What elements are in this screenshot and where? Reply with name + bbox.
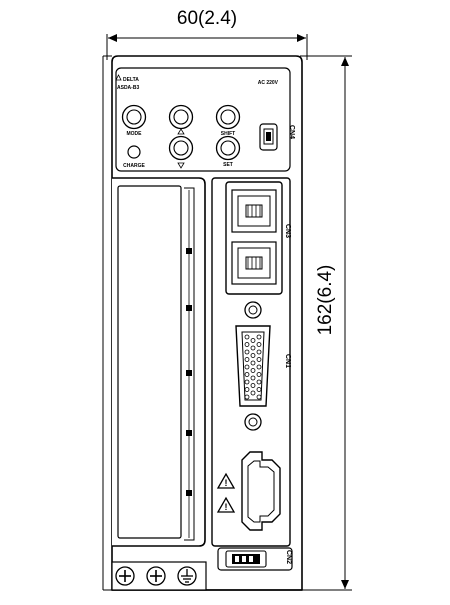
cn1-dsub-connector xyxy=(235,301,271,431)
cn1-pin xyxy=(244,372,250,377)
model-text: ASDA-B3 xyxy=(117,85,139,91)
front-cover xyxy=(112,177,206,547)
delta-logo: DELTA ASDA-B3 xyxy=(115,74,139,91)
cn1-pin xyxy=(250,375,256,381)
keypad-panel: DELTA ASDA-B3 AC 220V MODE SHIFT CHARGE xyxy=(115,67,295,172)
cn1-pin xyxy=(256,334,262,340)
cn1-pin xyxy=(250,383,256,388)
up-button[interactable] xyxy=(168,104,194,130)
screw-terminal-1 xyxy=(115,566,135,586)
cn1-pin xyxy=(244,364,250,370)
up-arrow-icon xyxy=(177,128,185,135)
cn1-pin xyxy=(244,394,250,400)
charge-label: CHARGE xyxy=(123,163,145,169)
cn1-pin xyxy=(244,379,250,385)
cn1-pin xyxy=(256,379,262,385)
cn3-label: CN3 xyxy=(284,224,291,238)
height-dimension: 162(6.4) xyxy=(300,55,352,591)
rj45-lower-port xyxy=(231,241,277,285)
cn1-label: CN1 xyxy=(284,354,291,368)
set-button[interactable] xyxy=(215,135,241,161)
warning-icons: ! ! xyxy=(216,472,236,513)
ground-terminal-icon xyxy=(177,566,197,586)
cn1-pin xyxy=(244,387,250,392)
cn4-label: CN4 xyxy=(288,125,295,139)
cn1-pin xyxy=(244,349,250,355)
brand-text: DELTA xyxy=(123,77,139,83)
cn1-pin xyxy=(244,334,250,340)
svg-text:!: ! xyxy=(225,502,228,512)
cn2-connector xyxy=(217,547,293,571)
cn1-pin xyxy=(250,345,256,351)
cn3-rj45-ports xyxy=(225,181,283,295)
rj45-upper-port xyxy=(231,189,277,233)
shift-label: SHIFT xyxy=(221,131,235,137)
bottom-terminals xyxy=(111,561,207,591)
cn1-pin xyxy=(256,364,262,370)
cn1-pin xyxy=(250,353,256,358)
charge-led-icon xyxy=(127,145,141,159)
height-label: 162(6.4) xyxy=(315,265,336,336)
width-dimension: 60(2.4) xyxy=(106,8,308,60)
cn1-pin xyxy=(244,357,250,362)
set-label: SET xyxy=(223,162,233,168)
screw-terminal-2 xyxy=(146,566,166,586)
svg-text:!: ! xyxy=(225,478,228,488)
cn1-pin xyxy=(250,360,256,366)
cn1-pin xyxy=(250,338,256,343)
cn1-pin xyxy=(256,387,262,392)
cn1-pin xyxy=(256,394,262,400)
width-label: 60(2.4) xyxy=(177,8,237,29)
cn1-pin xyxy=(250,390,256,396)
cn1-pins xyxy=(244,334,262,400)
mode-button[interactable] xyxy=(121,104,147,130)
voltage-text: AC 220V xyxy=(258,80,279,86)
shift-button[interactable] xyxy=(215,104,241,130)
cn4-usb-port xyxy=(259,123,278,151)
cn1-pin xyxy=(250,368,256,373)
cn1-pin xyxy=(256,372,262,377)
cn1-pin xyxy=(244,342,250,347)
mode-label: MODE xyxy=(127,131,143,137)
cn1-pin xyxy=(256,357,262,362)
cn2-label: CN2 xyxy=(285,550,292,564)
cn1-pin xyxy=(256,349,262,355)
power-terminal xyxy=(241,451,281,531)
cn1-pin xyxy=(256,342,262,347)
down-button[interactable] xyxy=(168,135,194,161)
down-arrow-icon xyxy=(177,162,185,169)
